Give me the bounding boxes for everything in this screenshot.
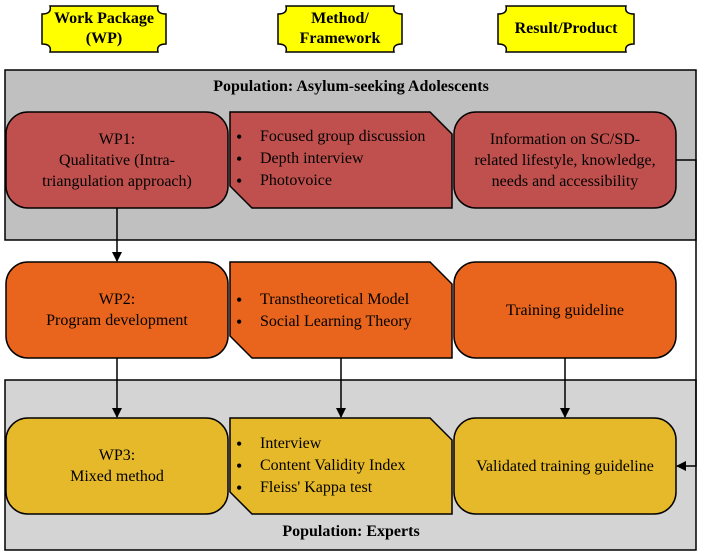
wp3-label: WP3: Mixed method bbox=[70, 447, 164, 485]
wp1-methods-list: Focused group discussion Depth interview… bbox=[232, 126, 425, 192]
wp3-result-label: Validated training guideline bbox=[476, 457, 654, 475]
header-result-product: Result/Product bbox=[514, 20, 618, 37]
method-item: Photovoice bbox=[232, 170, 425, 192]
bottom-band-title: Population: Experts bbox=[282, 523, 420, 540]
method-item: Interview bbox=[232, 433, 405, 455]
method-item: Fleiss' Kappa test bbox=[232, 477, 405, 499]
method-item: Transtheoretical Model bbox=[232, 289, 412, 311]
header-method-framework: Method/ Framework bbox=[299, 10, 381, 47]
method-item: Focused group discussion bbox=[232, 126, 425, 148]
wp3-methods-list: Interview Content Validity Index Fleiss'… bbox=[232, 433, 405, 499]
top-band-title: Population: Asylum-seeking Adolescents bbox=[213, 78, 489, 95]
wp2-methods-list: Transtheoretical Model Social Learning T… bbox=[232, 289, 412, 333]
header-work-package: Work Package (WP) bbox=[54, 10, 154, 47]
wp2-label: WP2: Program development bbox=[46, 291, 188, 329]
method-item: Content Validity Index bbox=[232, 455, 405, 477]
method-item: Depth interview bbox=[232, 148, 425, 170]
wp1-label: WP1: Qualitative (Intra- triangulation a… bbox=[42, 130, 192, 190]
method-item: Social Learning Theory bbox=[232, 311, 412, 333]
arrow-result1-to-result3 bbox=[676, 159, 697, 471]
wp2-result-label: Training guideline bbox=[505, 301, 625, 319]
wp1-result-label: Information on SC/SD- related lifestyle,… bbox=[474, 130, 656, 190]
